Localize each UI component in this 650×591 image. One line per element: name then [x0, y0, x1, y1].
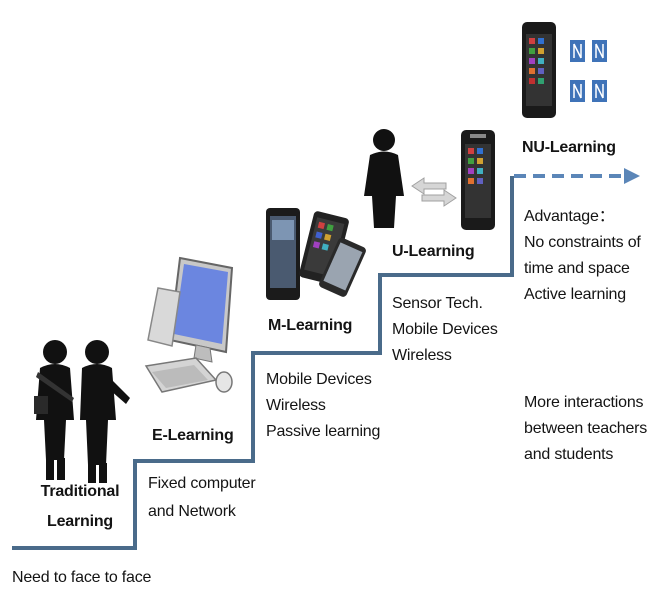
traditional-title-line-1: Traditional — [40, 483, 120, 500]
u-learning-notes: Sensor Tech. Mobile Devices Wireless — [392, 292, 498, 367]
nu-more-line-3: and students — [524, 446, 614, 463]
arrow-head-icon — [624, 168, 640, 184]
traditional-learning-title: Traditional Learning — [30, 480, 130, 533]
m-learning-note-2: Wireless — [266, 397, 326, 414]
person-icon — [364, 129, 404, 228]
teacher-student-icon — [34, 340, 130, 483]
m-learning-note-1: Mobile Devices — [266, 371, 372, 388]
nu-advantage-line-3: Active learning — [524, 286, 626, 303]
mobile-devices-icon — [266, 208, 366, 300]
e-learning-note-1: Fixed computer — [148, 475, 256, 492]
m-learning-title: M-Learning — [268, 317, 353, 334]
nu-advantage-heading: Advantage： — [524, 208, 615, 225]
u-learning-title: U-Learning — [392, 243, 475, 260]
nu-learning-title: NU-Learning — [522, 139, 616, 156]
nu-advantage-line-2: time and space — [524, 260, 630, 277]
phone-icon — [522, 22, 556, 118]
u-learning-note-3: Wireless — [392, 347, 452, 364]
m-learning-notes: Mobile Devices Wireless Passive learning — [266, 368, 380, 443]
u-learning-note-1: Sensor Tech. — [392, 295, 483, 312]
e-learning-notes: Fixed computer and Network — [148, 472, 256, 523]
nu-more-line-1: More interactions — [524, 394, 644, 411]
nfc-tag-icon — [570, 40, 607, 102]
staircase-line — [12, 176, 514, 550]
u-learning-note-2: Mobile Devices — [392, 321, 498, 338]
traditional-title-line-2: Learning — [47, 513, 113, 530]
sync-arrows-icon — [411, 177, 457, 207]
desktop-computer-icon — [144, 256, 234, 393]
nu-advantage-line-1: No constraints of — [524, 234, 641, 251]
e-learning-title: E-Learning — [152, 427, 234, 444]
nu-learning-interactions: More interactions between teachers and s… — [524, 391, 647, 466]
nu-learning-advantages: Advantage： No constraints of time and sp… — [524, 205, 641, 306]
phone-icon — [461, 130, 495, 230]
e-learning-note-2: and Network — [148, 503, 236, 520]
nu-more-line-2: between teachers — [524, 420, 648, 437]
traditional-note: Need to face to face — [12, 569, 152, 586]
m-learning-note-3: Passive learning — [266, 423, 381, 440]
